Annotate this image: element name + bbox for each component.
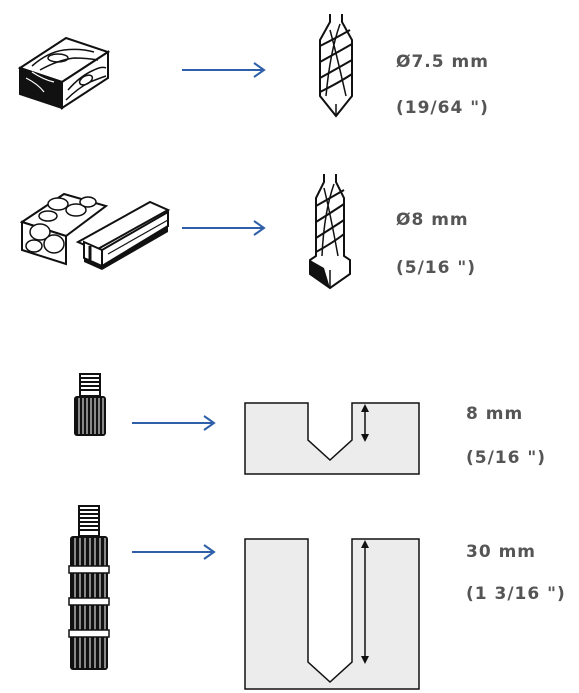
- long-threaded-anchor-icon: [68, 505, 110, 670]
- deep-hole-diagram: [244, 538, 420, 690]
- row-3-dimension: 8 mm: [466, 404, 524, 424]
- drill-bit-icon: [309, 174, 351, 290]
- row-1-dimension: Ø7.5 mm: [396, 52, 489, 72]
- row-4-imperial: (1 3/16 "): [466, 584, 566, 604]
- wood-block-icon: [17, 36, 111, 110]
- drill-bit-icon: [319, 14, 353, 118]
- shallow-hole-diagram: [244, 402, 420, 475]
- short-threaded-anchor-icon: [74, 373, 106, 436]
- row-2-dimension: Ø8 mm: [396, 210, 469, 230]
- depth-arrow-icon: [361, 404, 369, 442]
- row-4-dimension: 30 mm: [466, 542, 537, 562]
- stone-steel-icon: [19, 192, 171, 270]
- depth-arrow-icon: [361, 540, 369, 664]
- arrow-icon: [132, 544, 216, 560]
- row-3-imperial: (5/16 "): [466, 448, 547, 468]
- arrow-icon: [132, 415, 216, 431]
- arrow-icon: [182, 220, 266, 236]
- row-1-imperial: (19/64 "): [396, 98, 489, 118]
- arrow-icon: [182, 62, 266, 78]
- row-2-imperial: (5/16 "): [396, 258, 477, 278]
